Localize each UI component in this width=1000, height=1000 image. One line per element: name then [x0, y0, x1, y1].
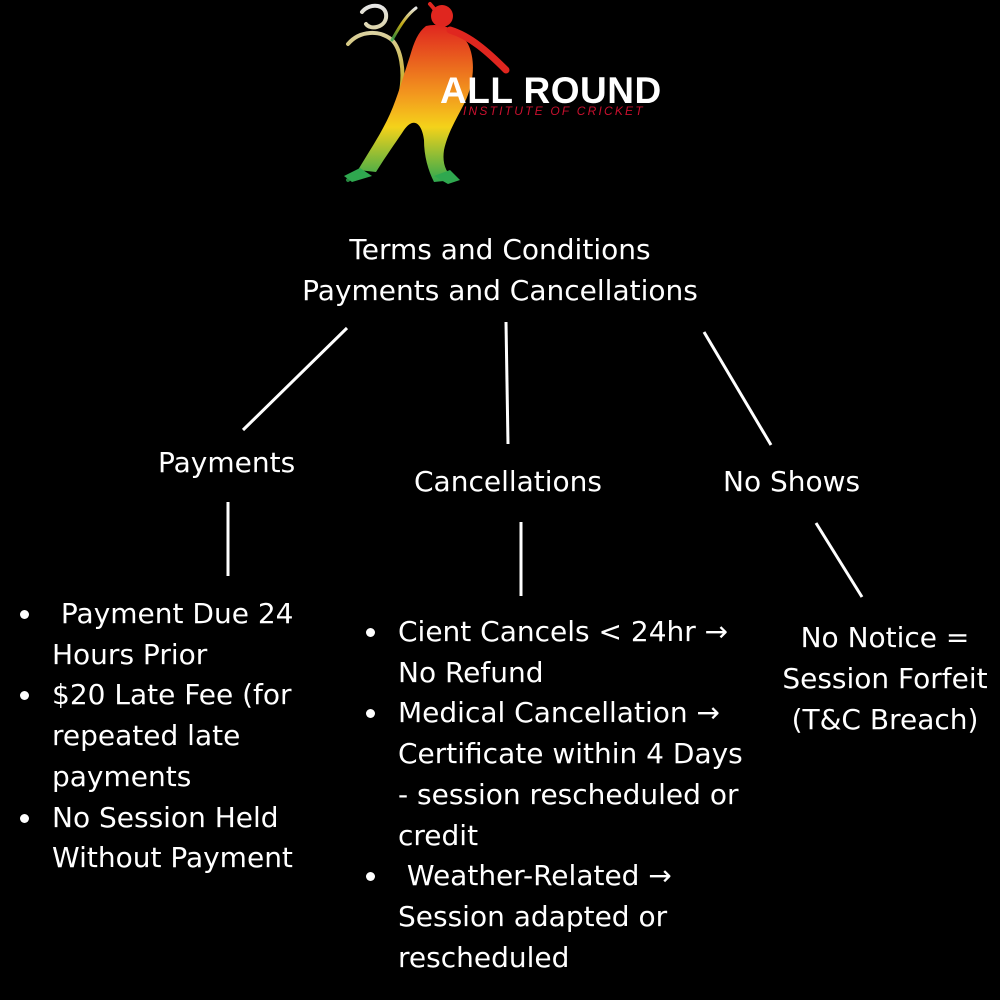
connector-title-cancellations	[506, 322, 508, 444]
branch-no-shows: No Shows	[723, 462, 860, 502]
connector-title-payments	[243, 328, 347, 430]
list-item: Medical Cancellation → Certificate withi…	[368, 693, 768, 856]
list-item: No Session Held Without Payment	[22, 798, 322, 879]
branch-cancellations: Cancellations	[414, 462, 602, 502]
cancellations-list: Cient Cancels < 24hr → No Refund Medical…	[368, 612, 768, 978]
payments-list: Payment Due 24 Hours Prior $20 Late Fee …	[22, 594, 322, 879]
list-item: Cient Cancels < 24hr → No Refund	[368, 612, 768, 693]
connector-title-noshows	[704, 332, 771, 445]
no-shows-note: No Notice = Session Forfeit (T&C Breach)	[765, 617, 1000, 740]
list-item: $20 Late Fee (for repeated late payments	[22, 675, 322, 797]
list-item: Payment Due 24 Hours Prior	[22, 594, 322, 675]
branch-payments: Payments	[158, 443, 295, 483]
connector-noshows-note	[816, 523, 862, 597]
list-item: Weather-Related → Session adapted or res…	[368, 856, 768, 978]
